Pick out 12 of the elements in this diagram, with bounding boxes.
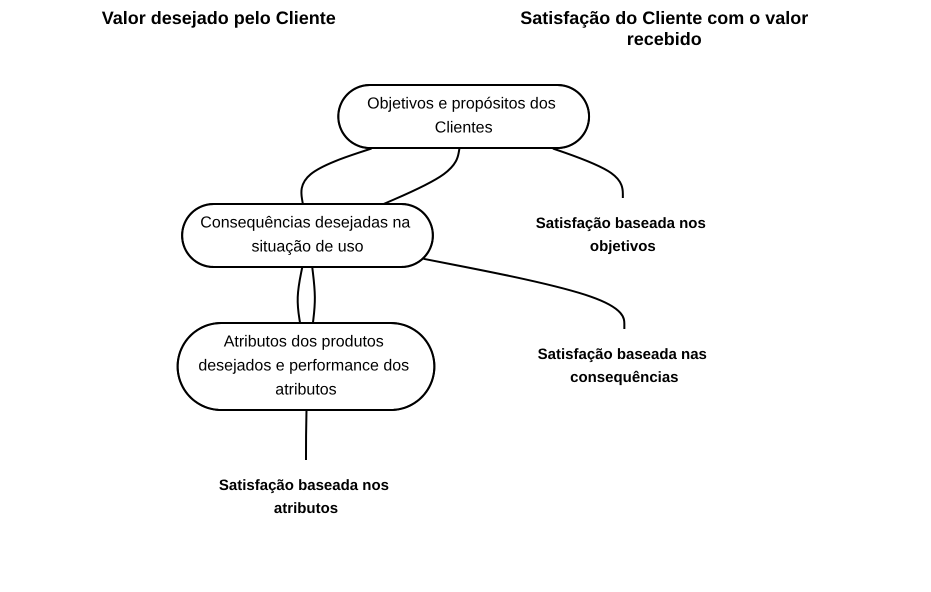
connector [305,410,308,460]
node-text: Satisfação baseada nos objetivos [536,215,706,254]
connector [552,148,624,198]
column-heading: Satisfação do Cliente com o valor recebido [519,8,810,50]
connector [424,258,626,329]
node-text: Satisfação baseada nos atributos [219,477,390,516]
node-text: Satisfação baseada nas consequências [538,346,708,386]
connector [297,267,304,324]
column-heading: Valor desejado pelo Cliente [102,8,336,30]
connector [312,267,316,324]
connector [300,148,372,205]
connector [382,148,461,206]
